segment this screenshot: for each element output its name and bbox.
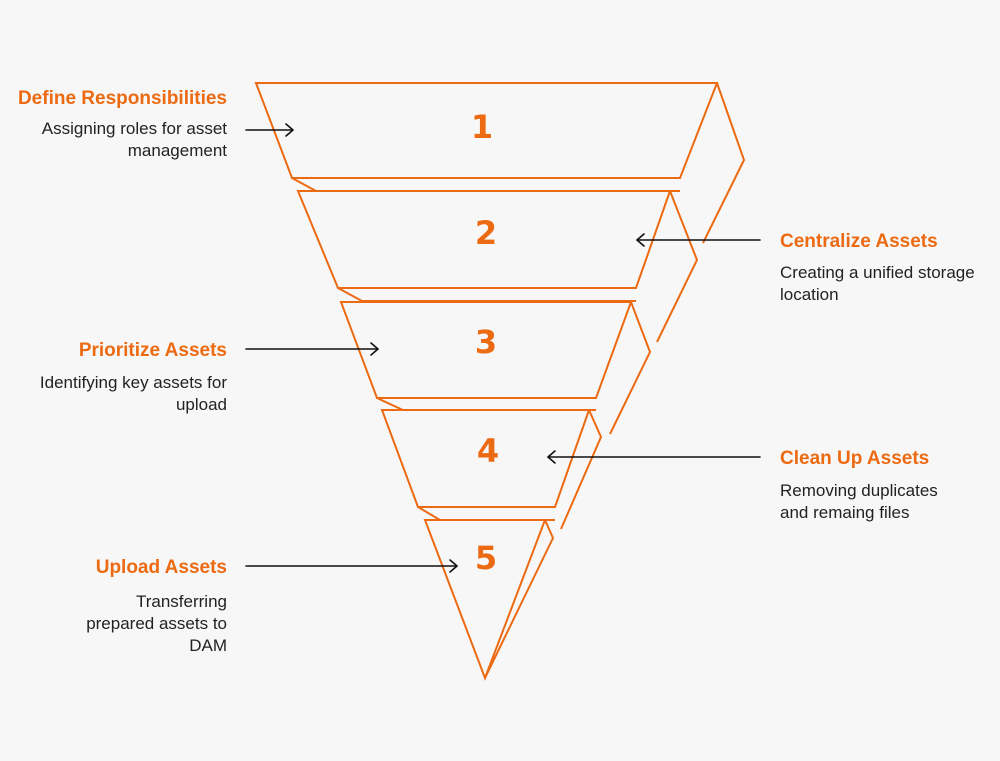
step-2-callout: Centralize Assets Creating a unified sto…	[780, 229, 985, 306]
arrow-step-1	[245, 123, 294, 137]
step-4-title: Clean Up Assets	[780, 448, 930, 469]
step-1-callout: Define Responsibilities Assigning roles …	[7, 86, 227, 162]
funnel-layer-5	[423, 519, 555, 681]
step-2-description: Creating a unified storage location	[780, 263, 975, 304]
arrow-step-3	[245, 342, 379, 356]
step-3-callout: Prioritize Assets Identifying key assets…	[27, 338, 227, 416]
step-2-title: Centralize Assets	[780, 231, 938, 252]
step-number-2: 2	[475, 214, 497, 252]
funnel-layer-3	[339, 301, 652, 435]
step-3-description: Identifying key assets for upload	[39, 373, 227, 414]
step-4-callout: Clean Up Assets Removing duplicates and …	[780, 446, 955, 524]
arrow-step-5	[245, 559, 458, 573]
funnel-layer-1	[254, 82, 746, 244]
step-number-1: 1	[471, 108, 493, 146]
step-1-title: Define Responsibilities	[17, 88, 227, 109]
step-number-3: 3	[475, 323, 497, 361]
step-number-4: 4	[477, 432, 499, 470]
step-1-description: Assigning roles for asset management	[41, 119, 227, 160]
step-5-description: Transferring prepared assets to DAM	[86, 592, 227, 655]
arrow-step-2	[636, 233, 761, 247]
step-number-5: 5	[475, 539, 497, 577]
step-3-title: Prioritize Assets	[78, 340, 227, 361]
step-5-callout: Upload Assets Transferring prepared asse…	[67, 555, 227, 657]
step-5-title: Upload Assets	[95, 557, 227, 578]
step-4-description: Removing duplicates and remaing files	[780, 481, 938, 522]
arrow-step-4	[547, 450, 761, 464]
